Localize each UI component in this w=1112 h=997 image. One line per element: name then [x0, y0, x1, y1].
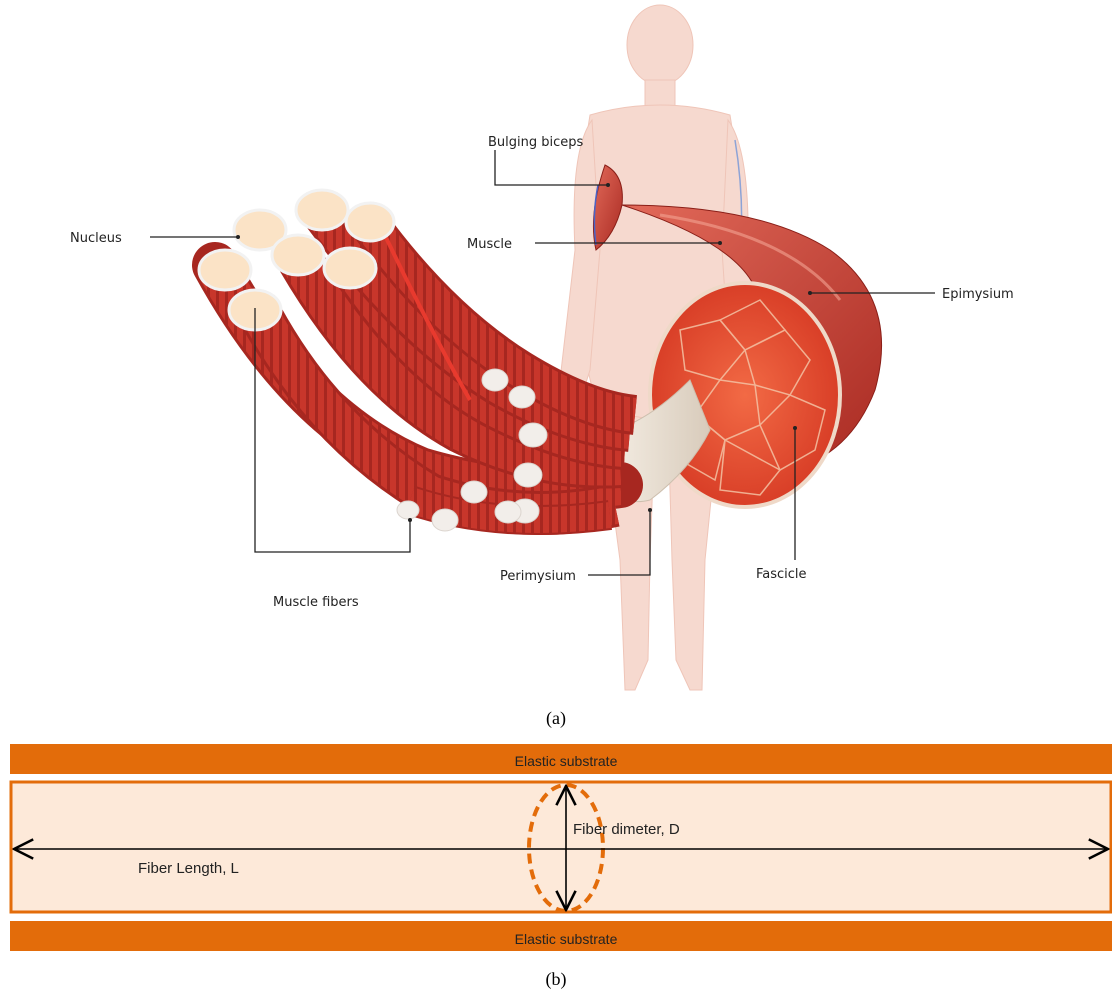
- fiber-diameter-label: Fiber dimeter, D: [573, 821, 680, 838]
- label-epimysium: Epimysium: [942, 287, 1014, 302]
- substrate-top-label: Elastic substrate: [515, 753, 618, 769]
- label-muscle-fibers: Muscle fibers: [273, 595, 359, 610]
- label-fascicle: Fascicle: [756, 567, 807, 582]
- fiber-body: [11, 782, 1111, 912]
- panel-b-diagram: Elastic substrate Elastic substrate Fibe…: [10, 744, 1112, 951]
- label-bulging-biceps: Bulging biceps: [488, 135, 584, 150]
- label-nucleus: Nucleus: [70, 231, 122, 246]
- caption-a: (a): [546, 708, 566, 729]
- label-muscle: Muscle: [467, 237, 512, 252]
- label-perimysium: Perimysium: [500, 569, 576, 584]
- panel-a-illustration: [199, 5, 882, 690]
- fiber-length-label: Fiber Length, L: [138, 860, 239, 877]
- substrate-bottom-label: Elastic substrate: [515, 931, 618, 947]
- caption-b: (b): [546, 969, 567, 990]
